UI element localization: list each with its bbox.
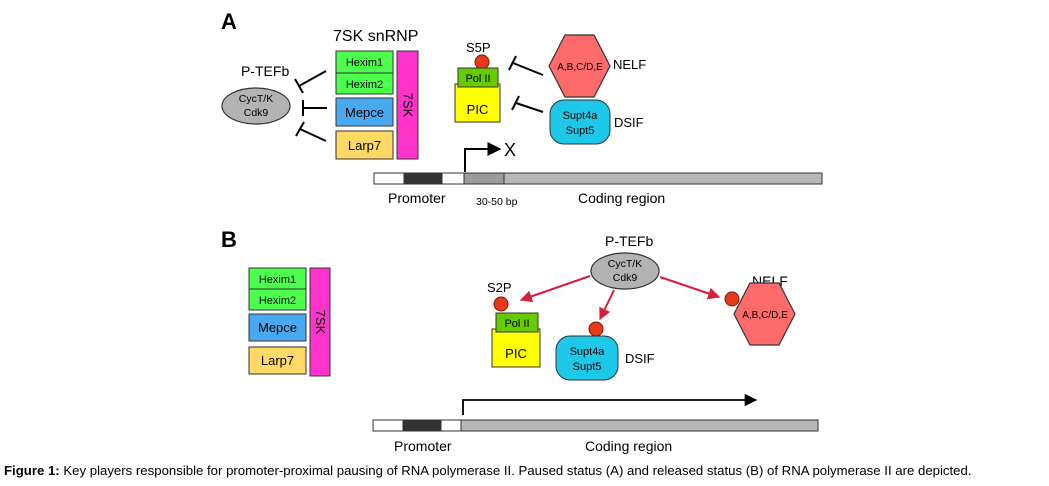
- larp7-label-b: Larp7: [261, 353, 294, 368]
- snrnp-title: 7SK snRNP: [333, 28, 418, 45]
- promoter-label-a: Promoter: [388, 190, 446, 206]
- dsif-supt4a-b: Supt4a: [570, 346, 606, 358]
- pol2-label-b: Pol II: [504, 318, 529, 330]
- activation-arrow-dsif: [599, 289, 615, 321]
- nelf-hexagon: [548, 34, 611, 98]
- nelf-subunits: A,B,C/D,E: [557, 62, 603, 73]
- ptefb-title-b: P-TEFb: [605, 233, 653, 249]
- pol2-box: [457, 67, 499, 88]
- hexim2-box-b: [248, 288, 307, 311]
- nelf-subunits-b: A,B,C/D,E: [742, 310, 788, 321]
- dsif-label: DSIF: [614, 115, 644, 130]
- nelf-hexagon-b: [733, 282, 796, 346]
- mepce-label-b: Mepce: [258, 320, 297, 335]
- pic-label: PIC: [467, 102, 489, 117]
- dsif-supt5: Supt5: [566, 125, 595, 137]
- inhibition-mepce-ptefb: [302, 100, 327, 116]
- blocked-x-mark: X: [504, 140, 516, 160]
- gene-flank-mid-a: [441, 172, 465, 185]
- s2p-phospho-dot: [493, 296, 509, 312]
- nelf-label: NELF: [613, 57, 646, 72]
- s5p-label: S5P: [466, 40, 491, 55]
- hexim1-label-b: Hexim1: [259, 274, 296, 286]
- coding-region-a: [503, 172, 823, 185]
- inhibition-nelf-pol2: [508, 55, 544, 76]
- gene-flank-left-b: [372, 419, 404, 432]
- hexim2-label: Hexim2: [346, 79, 383, 91]
- promoter-box-b: [402, 419, 442, 432]
- inhibition-hexim-ptefb: [294, 70, 327, 94]
- mepce-label: Mepce: [345, 105, 384, 120]
- inhibition-larp7-ptefb: [295, 121, 327, 142]
- pic-box: [454, 83, 501, 123]
- larp7-box-b: [248, 346, 307, 375]
- dsif-box: [549, 99, 611, 145]
- distance-label-a: 30-50 bp: [476, 196, 518, 208]
- coding-region-b: [460, 419, 819, 432]
- mepce-box-b: [248, 313, 307, 342]
- dsif-phospho-dot: [588, 321, 604, 337]
- panel-b: B Hexim1 Hexim2 Mepce Larp7 7SK P-TEFb C…: [221, 227, 819, 454]
- elongation-arrow: [462, 393, 758, 415]
- rna-7sk-label: 7SK: [401, 93, 416, 118]
- promoter-label-b: Promoter: [394, 438, 452, 454]
- coding-label-b: Coding region: [585, 438, 672, 454]
- panel-a: A 7SK snRNP P-TEFb CycT/K Cdk9 Hexim1 He…: [221, 9, 823, 208]
- dsif-supt4a: Supt4a: [563, 110, 599, 122]
- promoter-box-a: [403, 172, 443, 185]
- pol2-label: Pol II: [465, 73, 490, 85]
- larp7-label: Larp7: [348, 138, 381, 153]
- ptefb-ellipse-b: [590, 252, 660, 290]
- gene-flank-left-a: [373, 172, 405, 185]
- ptefb-cyct: CycT/K: [239, 93, 273, 105]
- dsif-box-b: [555, 335, 619, 381]
- inhibition-dsif-pol2: [511, 95, 544, 113]
- panel-a-label: A: [221, 9, 237, 34]
- ptefb-cyct-b: CycT/K: [608, 258, 642, 270]
- dsif-label-b: DSIF: [625, 351, 655, 366]
- hexim2-box: [335, 72, 394, 95]
- dsif-supt5-b: Supt5: [573, 361, 602, 373]
- tss-arrow-blocked: [464, 142, 502, 172]
- s5p-phospho-dot: [474, 54, 490, 70]
- hexim2-label-b: Hexim2: [259, 295, 296, 307]
- ptefb-title: P-TEFb: [241, 63, 289, 79]
- pol2-box-b: [495, 312, 539, 333]
- ptefb-cdk9-b: Cdk9: [613, 272, 638, 284]
- ptefb-ellipse: [221, 87, 291, 125]
- activation-arrow-pol2: [519, 275, 591, 303]
- panel-b-label: B: [221, 227, 237, 252]
- nelf-phospho-dot: [724, 291, 740, 307]
- s2p-label: S2P: [487, 280, 512, 295]
- figure-caption: Figure 1: Key players responsible for pr…: [4, 463, 1045, 478]
- mepce-box: [335, 97, 394, 127]
- caption-text: Key players responsible for promoter-pro…: [59, 463, 972, 478]
- coding-label-a: Coding region: [578, 190, 665, 206]
- caption-label: Figure 1:: [4, 463, 60, 478]
- hexim1-label: Hexim1: [346, 57, 383, 69]
- gene-flank-mid-b: [440, 419, 462, 432]
- rna-7sk-box: [396, 50, 419, 160]
- ptefb-cdk9: Cdk9: [244, 107, 269, 119]
- pic-box-b: [491, 328, 541, 368]
- pic-label-b: PIC: [505, 346, 527, 361]
- rna-7sk-label-b: 7SK: [313, 310, 328, 335]
- pause-region-a: [463, 172, 505, 185]
- rna-7sk-box-b: [309, 267, 331, 377]
- activation-arrow-nelf: [659, 276, 721, 300]
- larp7-box: [335, 130, 394, 160]
